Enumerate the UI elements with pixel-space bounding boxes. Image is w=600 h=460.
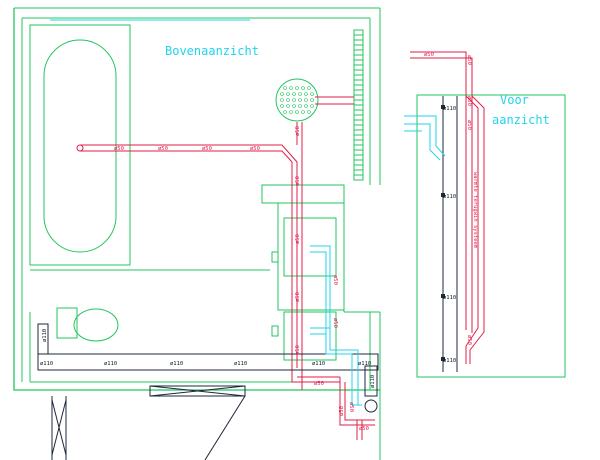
pipe-diameter-labels-top: ø50 ø50 ø50 ø50 ø50 ø50 ø50 ø50 ø50 ø50 … [40,126,376,432]
label-d50: ø50 [295,126,301,136]
title-front-view-line2: aanzicht [492,113,550,127]
label-d110: ø110 [40,361,53,367]
title-top-view: Bovenaanzicht [165,44,259,58]
label-d110: ø110 [443,295,456,301]
label-d50: ø50 [466,96,472,106]
label-d50: ø50 [295,345,301,355]
label-d50: ø50 [348,402,354,412]
label-d50: ø50 [114,146,124,152]
label-d50: ø50 [295,292,301,302]
label-d50: ø50 [202,146,212,152]
label-d110: ø110 [234,361,247,367]
label-d50: ø50 [250,146,260,152]
label-d110: ø110 [358,361,371,367]
title-front-view-line1: Voor [500,93,529,107]
label-d50: ø50 [466,335,472,345]
label-d50: ø50 [158,146,168,152]
drain-pipe-red [76,96,375,440]
label-d110: ø110 [42,329,48,342]
label-d50: ø50 [332,318,338,328]
door-opening [51,395,246,460]
label-d50: ø50 [466,55,472,65]
label-d110: ø110 [170,361,183,367]
toilet [56,307,119,342]
label-d110: ø110 [370,375,376,388]
label-d110: ø110 [443,194,456,200]
label-heat-recovery: warmte terugwin systeem [472,172,478,249]
label-d110: ø110 [312,361,325,367]
label-d50: ø50 [332,275,338,285]
label-d50: ø50 [424,52,434,58]
label-d50: ø50 [314,381,324,387]
label-d50: ø50 [466,120,472,130]
water-pipe-cyan [310,245,362,406]
shower-drain-gutter [353,29,364,181]
label-d50: ø50 [295,176,301,186]
label-d50: ø50 [359,426,369,432]
door-frame [149,385,246,397]
top-view-walls [13,7,381,460]
front-view: ø50 ø50 ø50 ø50 ø50 warmte terugwin syst… [404,51,566,378]
label-d50: ø50 [339,406,345,416]
label-d110: ø110 [443,106,456,112]
main-sewer-pipe [37,323,379,413]
shower-drain [275,78,319,122]
washbasin-cabinet [261,184,380,361]
label-d50: ø50 [295,234,301,244]
label-d110: ø110 [104,361,117,367]
label-d110: ø110 [443,358,456,364]
